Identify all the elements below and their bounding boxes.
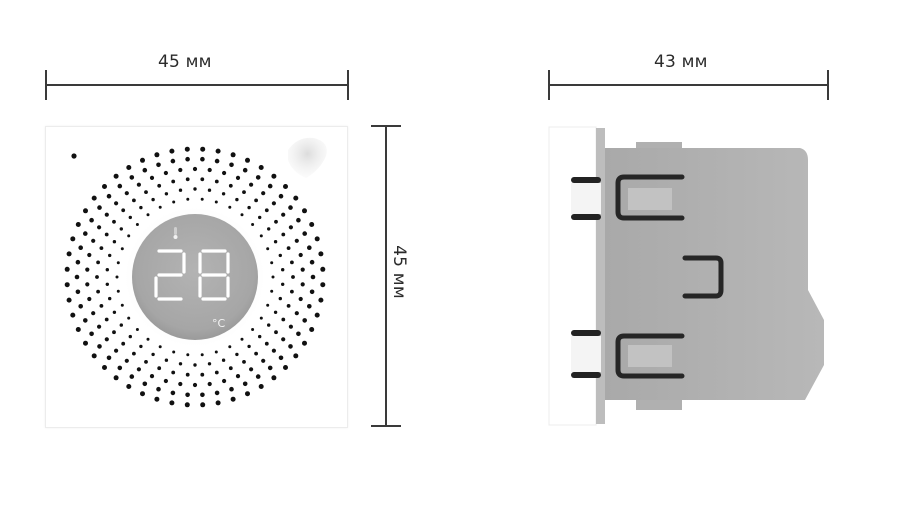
- front-height-tick-bottom: [371, 425, 401, 427]
- lower-clip: [615, 333, 685, 379]
- speaker-dot-pattern: [64, 146, 326, 408]
- front-height-line: [385, 126, 387, 426]
- middle-clip: [682, 255, 724, 299]
- front-width-tick-right: [347, 70, 349, 100]
- sensor-window-icon: [288, 137, 327, 178]
- temperature-unit: °C: [212, 317, 226, 330]
- thermostat-side-view: [548, 126, 824, 426]
- front-width-line: [46, 84, 348, 86]
- side-depth-line: [549, 84, 828, 86]
- temperature-digits: [154, 249, 230, 301]
- front-width-tick-left: [45, 70, 47, 100]
- front-width-label: 45 мм: [158, 52, 212, 72]
- side-depth-tick-left: [548, 70, 550, 100]
- side-depth-label: 43 мм: [654, 52, 708, 72]
- thermometer-icon: [173, 227, 178, 239]
- upper-clip: [615, 174, 685, 221]
- side-depth-tick-right: [827, 70, 829, 100]
- temperature-display: [132, 214, 258, 340]
- indicator-dot: [71, 153, 77, 159]
